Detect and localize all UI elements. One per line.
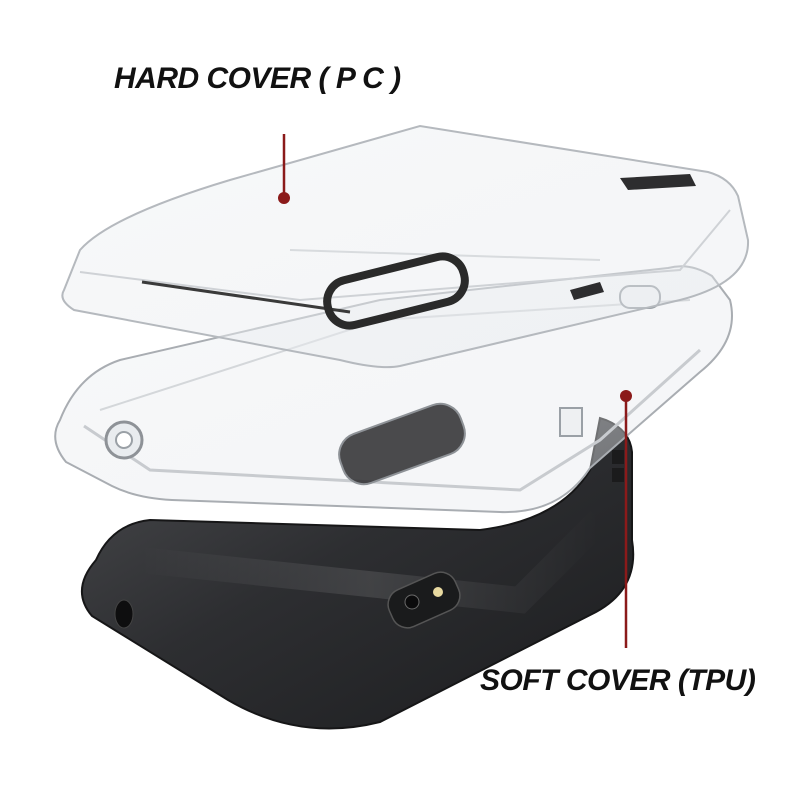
hard-cover-callout xyxy=(278,134,290,204)
hard-cover-label: HARD COVER ( P C ) xyxy=(114,62,401,95)
soft-cover-label: SOFT COVER (TPU) xyxy=(480,664,756,697)
phone-body xyxy=(80,416,635,730)
soft-cover-callout xyxy=(620,390,632,648)
hard-camera-cutout-icon xyxy=(323,252,469,330)
hard-cover-shell xyxy=(61,124,750,369)
camera-cutout-icon xyxy=(338,402,466,486)
camera-icon xyxy=(387,571,461,629)
